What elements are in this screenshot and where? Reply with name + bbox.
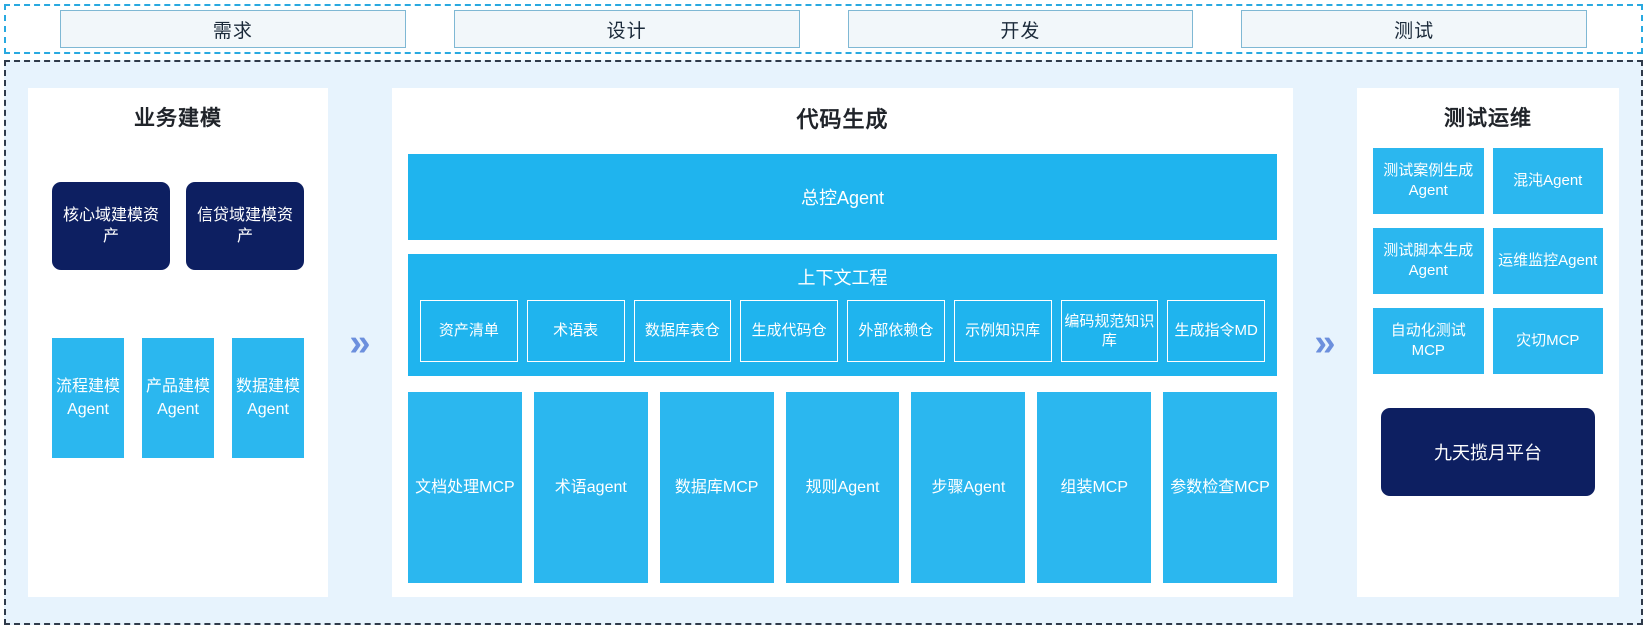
stage-box-requirements[interactable]: 需求 (60, 10, 406, 48)
master-agent-label: 总控Agent (800, 188, 885, 208)
asset-row: 核心域建模资产 信贷域建模资产 (44, 182, 312, 270)
test-ops-label: 自动化测试MCP (1390, 322, 1466, 359)
tool-box-document-processing-mcp[interactable]: 文档处理MCP (408, 392, 522, 583)
panel-code-generation: 代码生成 总控Agent 上下文工程 资产清单 术语表 数据库表仓 (392, 88, 1293, 597)
platform-label: 九天揽月平台 (1434, 443, 1542, 463)
stage-label: 测试 (1394, 20, 1435, 42)
test-ops-box-chaos-agent[interactable]: 混沌Agent (1492, 148, 1603, 214)
test-ops-label: 混沌Agent (1513, 172, 1583, 190)
context-item-db-table-repo[interactable]: 数据库表仓 (633, 300, 732, 362)
panel-title-business-modeling: 业务建模 (134, 107, 222, 130)
context-items-row: 资产清单 术语表 数据库表仓 生成代码仓 外部依赖仓 示例知 (420, 300, 1265, 362)
test-ops-box-test-script-generation-agent[interactable]: 测试脚本生成Agent (1373, 228, 1484, 294)
test-ops-grid: 测试案例生成Agent 混沌Agent 测试脚本生成Agent 运维监控Agen… (1373, 148, 1603, 374)
context-engineering-title: 上下文工程 (797, 268, 888, 288)
test-ops-label: 灾切MCP (1516, 332, 1580, 350)
tool-box-step-agent[interactable]: 步骤Agent (911, 392, 1026, 583)
context-engineering-block: 上下文工程 资产清单 术语表 数据库表仓 生成代码仓 外部依赖仓 (408, 254, 1277, 376)
context-item-label: 术语表 (553, 322, 599, 340)
asset-box-credit-domain[interactable]: 信贷域建模资产 (186, 182, 304, 270)
context-item-example-knowledge-base[interactable]: 示例知识库 (953, 300, 1052, 362)
asset-label: 核心域建模资产 (62, 206, 159, 245)
context-item-label: 编码规范知识库 (1064, 312, 1155, 350)
context-item-label: 示例知识库 (965, 322, 1041, 340)
context-item-generation-instruction-md[interactable]: 生成指令MD (1167, 300, 1265, 362)
stage-box-testing[interactable]: 测试 (1241, 10, 1587, 48)
double-chevron-right-icon: » (1314, 321, 1336, 364)
tool-box-assembly-mcp[interactable]: 组装MCP (1037, 392, 1152, 583)
stage-box-design[interactable]: 设计 (453, 10, 800, 48)
test-ops-label: 测试案例生成Agent (1383, 162, 1474, 199)
arrow-separator-left: » (328, 88, 392, 597)
context-item-label: 生成代码仓 (751, 322, 827, 340)
context-item-asset-inventory[interactable]: 资产清单 (420, 300, 518, 362)
tool-label: 规则Agent (805, 478, 880, 496)
context-item-glossary[interactable]: 术语表 (526, 300, 625, 362)
test-ops-box-test-case-generation-agent[interactable]: 测试案例生成Agent (1373, 148, 1484, 214)
tool-label: 文档处理MCP (415, 478, 515, 496)
stage-label: 需求 (212, 20, 253, 42)
platform-box-jiutian-lanyue[interactable]: 九天揽月平台 (1381, 408, 1595, 496)
double-chevron-right-icon: » (349, 321, 371, 364)
tool-row: 文档处理MCP 术语agent 数据库MCP 规则Agent 步骤Agent 组… (408, 392, 1278, 587)
stage-strip: 需求 设计 开发 测试 (4, 4, 1643, 54)
tool-box-parameter-check-mcp[interactable]: 参数检查MCP (1163, 392, 1278, 583)
tool-box-rule-agent[interactable]: 规则Agent (785, 392, 900, 583)
arrow-separator-right: » (1293, 88, 1357, 597)
tool-label: 步骤Agent (931, 478, 1006, 496)
tool-label: 参数检查MCP (1170, 478, 1270, 496)
stage-box-development[interactable]: 开发 (847, 10, 1194, 48)
agent-box-product-modeling[interactable]: 产品建模Agent (142, 338, 214, 458)
agent-label: 产品建模Agent (145, 377, 210, 418)
context-item-label: 资产清单 (438, 322, 499, 340)
context-item-label: 生成指令MD (1174, 322, 1258, 340)
test-ops-box-automated-test-mcp[interactable]: 自动化测试MCP (1373, 308, 1484, 374)
asset-label: 信贷域建模资产 (196, 206, 293, 245)
panel-title-code-generation: 代码生成 (796, 107, 889, 132)
context-item-label: 外部依赖仓 (858, 322, 934, 340)
agent-label: 数据建模Agent (235, 377, 300, 418)
modeling-agent-row: 流程建模Agent 产品建模Agent 数据建模Agent (44, 338, 312, 458)
test-ops-label: 运维监控Agent (1498, 252, 1598, 270)
tool-box-glossary-agent[interactable]: 术语agent (533, 392, 648, 583)
agent-box-data-modeling[interactable]: 数据建模Agent (232, 338, 304, 458)
asset-box-core-domain[interactable]: 核心域建模资产 (52, 182, 170, 270)
tool-label: 组装MCP (1060, 478, 1128, 496)
agent-label: 流程建模Agent (55, 377, 120, 418)
panel-business-modeling: 业务建模 核心域建模资产 信贷域建模资产 流程建模Agent 产品建模Agent… (28, 88, 328, 597)
main-container: 业务建模 核心域建模资产 信贷域建模资产 流程建模Agent 产品建模Agent… (4, 60, 1643, 625)
panel-title-test-operations: 测试运维 (1444, 107, 1532, 130)
tool-label: 数据库MCP (674, 478, 759, 496)
context-item-generated-code-repo[interactable]: 生成代码仓 (740, 300, 838, 362)
panel-test-operations: 测试运维 测试案例生成Agent 混沌Agent 测试脚本生成Agent 运维监… (1357, 88, 1619, 597)
context-item-external-dependency-repo[interactable]: 外部依赖仓 (847, 300, 945, 362)
stage-label: 开发 (1000, 20, 1041, 42)
test-ops-label: 测试脚本生成Agent (1383, 242, 1474, 279)
stage-label: 设计 (606, 20, 647, 42)
tool-label: 术语agent (554, 478, 627, 496)
tool-box-database-mcp[interactable]: 数据库MCP (659, 392, 774, 583)
context-item-coding-standard-knowledge-base[interactable]: 编码规范知识库 (1060, 300, 1159, 362)
context-item-label: 数据库表仓 (644, 322, 720, 340)
agent-box-process-modeling[interactable]: 流程建模Agent (52, 338, 124, 458)
test-ops-box-disaster-switch-mcp[interactable]: 灾切MCP (1492, 308, 1603, 374)
test-ops-box-ops-monitoring-agent[interactable]: 运维监控Agent (1492, 228, 1603, 294)
master-agent-bar[interactable]: 总控Agent (408, 154, 1277, 240)
